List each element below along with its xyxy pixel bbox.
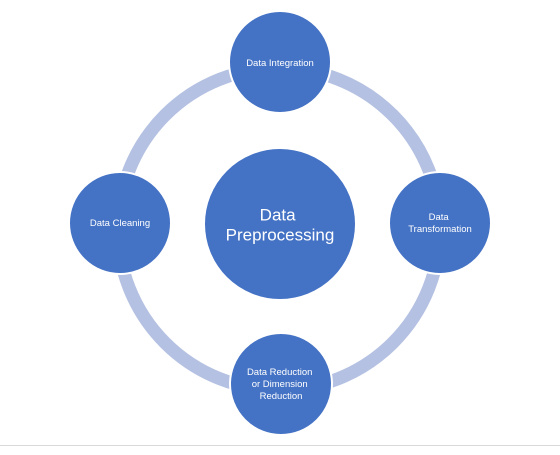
node-data-integration: Data Integration — [228, 10, 332, 114]
node-label-line: Data Cleaning — [90, 218, 150, 229]
node-label-line: or Dimension — [252, 379, 308, 390]
node-label-line: Data Integration — [246, 58, 314, 69]
node-label-line: Reduction — [260, 391, 303, 402]
node-circle — [68, 171, 172, 275]
node-circle — [228, 10, 332, 114]
node-data-reduction: Data Reduction or Dimension Reduction — [229, 332, 333, 436]
node-data-transformation: Data Transformation — [388, 171, 492, 275]
node-label: Data Reduction or Dimension Reduction — [247, 367, 315, 402]
node-label-line: Transformation — [408, 224, 472, 235]
center-label-line: Preprocessing — [226, 226, 335, 245]
node-label: Data Cleaning — [90, 218, 150, 229]
center-node: Data Preprocessing — [203, 147, 357, 301]
node-label: Data Integration — [246, 58, 314, 69]
node-circle — [229, 332, 333, 436]
node-label-line: Data Reduction — [247, 367, 312, 378]
node-circle — [388, 171, 492, 275]
node-label: Data Transformation — [408, 212, 472, 235]
node-label-line: Data — [429, 212, 450, 223]
center-label: Data Preprocessing — [226, 205, 335, 244]
center-label-line: Data — [260, 205, 296, 224]
center-circle — [203, 147, 357, 301]
bottom-divider — [0, 445, 560, 446]
node-data-cleaning: Data Cleaning — [68, 171, 172, 275]
